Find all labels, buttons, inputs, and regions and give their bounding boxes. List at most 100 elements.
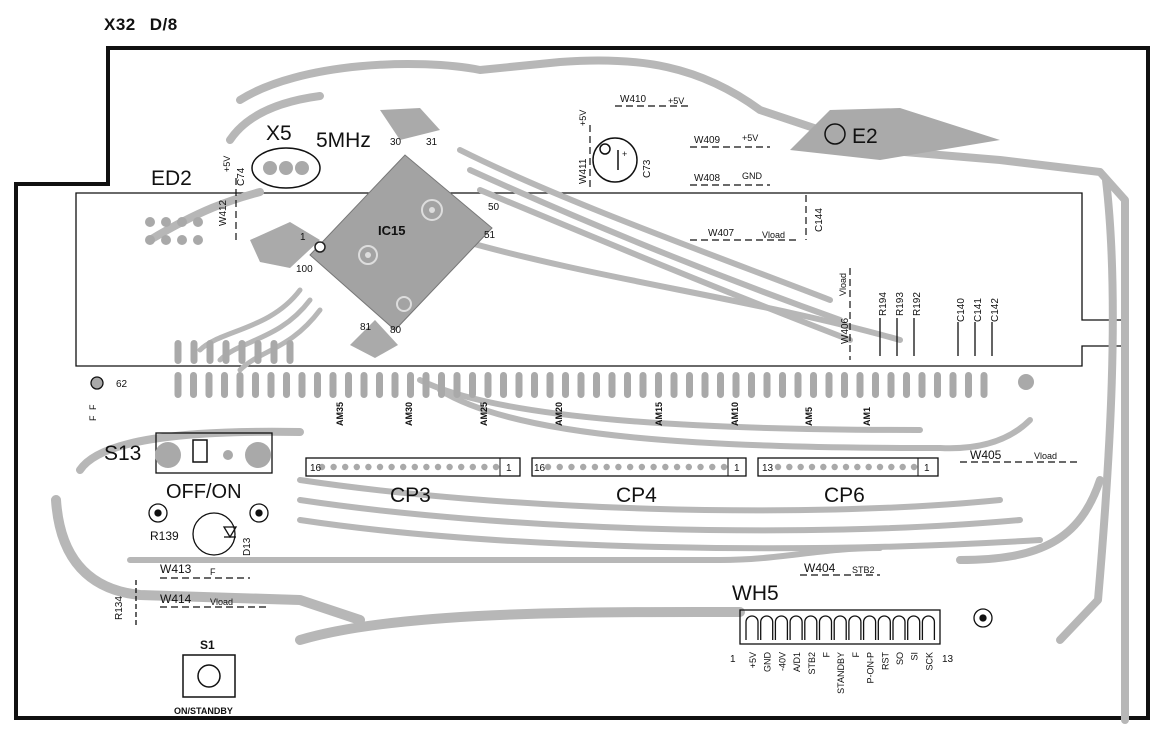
connector-cp3-label: CP3 <box>390 484 431 507</box>
wh5-pin-label: P-ON-P <box>866 652 876 684</box>
connector-cp3-pin-left: 16 <box>310 463 322 474</box>
off-on-label: OFF/ON <box>166 481 242 503</box>
wh5-pin-label: SI <box>910 652 920 661</box>
d13-label: D13 <box>242 537 253 556</box>
pad-62-label: 62 <box>116 379 128 390</box>
c141-label: C141 <box>973 298 984 322</box>
ic15-package <box>309 154 493 331</box>
e2-pad <box>824 123 846 145</box>
wh5-pin-label: F <box>822 652 832 658</box>
w406-label: W406 <box>840 317 851 344</box>
w405-label: W405 <box>970 448 1002 462</box>
grid-label-am15: AM15 <box>654 402 664 426</box>
ic15-label: IC15 <box>378 223 405 238</box>
wh5-pin-label: STANDBY <box>836 652 846 694</box>
filament-pad-row <box>174 340 988 398</box>
c144-label: C144 <box>814 208 825 232</box>
wh5-pin-label: F <box>851 652 861 658</box>
w411-label: W411 <box>578 158 589 184</box>
w412-label: W412 <box>218 199 229 226</box>
grid-label-am5: AM5 <box>804 407 814 426</box>
wh5-pin-label: SCK <box>924 652 934 671</box>
s1-button <box>182 654 236 698</box>
w404-label: W404 <box>804 561 836 575</box>
wh5-pin-label: RST <box>880 651 890 670</box>
grid-label-am25: AM25 <box>479 402 489 426</box>
w410-rail-label: +5V <box>668 96 684 106</box>
s1-label: S1 <box>200 638 215 652</box>
w409-label: W409 <box>694 135 721 146</box>
w414-label: W414 <box>160 592 192 606</box>
connector-cp4-label: CP4 <box>616 484 657 507</box>
x5-crystal <box>251 147 321 189</box>
svg-text:+: + <box>622 149 627 159</box>
wh5-pin-13: 13 <box>942 654 954 665</box>
ic-pin-51: 51 <box>484 230 496 241</box>
w407-rail-label: Vload <box>762 230 785 240</box>
connector-cp4-pin-right: 1 <box>734 463 740 474</box>
c73-capacitor: + <box>592 137 638 183</box>
w404-rail-label: STB2 <box>852 565 875 575</box>
ic-pin-31: 31 <box>426 137 438 148</box>
r194-label: R194 <box>878 292 889 316</box>
wh5-connector <box>739 609 941 645</box>
c74-label: C74 <box>236 167 247 186</box>
connector-cp3-pin-right: 1 <box>506 463 512 474</box>
r192-label: R192 <box>912 292 923 316</box>
x5-label: X5 <box>266 122 292 145</box>
r193-label: R193 <box>895 292 906 316</box>
w408-label: W408 <box>694 173 721 184</box>
r139-label: R139 <box>150 529 179 543</box>
wh5-pin-1: 1 <box>730 654 736 665</box>
ed2-pads <box>145 217 203 245</box>
w407-label: W407 <box>708 228 735 239</box>
grid-label-am20: AM20 <box>554 402 564 426</box>
pad-1-right <box>1018 374 1034 390</box>
c73-label: C73 <box>642 159 653 178</box>
connector-cp4-pin-left: 16 <box>534 463 546 474</box>
w413-rail-label: F <box>210 567 216 577</box>
grid-label-am10: AM10 <box>730 402 740 426</box>
page-header: X32 D/8 <box>104 15 192 35</box>
ic-pin-1: 1 <box>300 232 306 243</box>
r192-r194-c140-c142 <box>879 318 993 356</box>
connector-cp6-pin-left: 13 <box>762 463 774 474</box>
wire-links <box>160 105 1080 608</box>
x5-freq-label: 5MHz <box>316 129 371 152</box>
c140-label: C140 <box>956 298 967 322</box>
d13-led <box>192 512 238 556</box>
board-outline <box>14 46 1150 720</box>
wh5-pin-label: STB2 <box>807 652 817 675</box>
ic-pin-30: 30 <box>390 137 402 148</box>
cp3-connector <box>305 457 521 477</box>
grid-label-am1: AM1 <box>862 407 872 426</box>
wh5-label: WH5 <box>732 582 779 605</box>
sheet-label: D/8 <box>149 15 178 34</box>
copper-traces <box>51 56 1129 724</box>
cp6-connector <box>757 457 939 477</box>
grid-label-am35: AM35 <box>335 402 345 426</box>
cp4-connector <box>531 457 747 477</box>
connector-cp6-pin-right: 1 <box>924 463 930 474</box>
c74-rail-label: +5V <box>222 156 232 172</box>
display-window <box>75 192 1129 367</box>
grid-label-am30: AM30 <box>404 402 414 426</box>
ic-pin-80: 80 <box>390 325 402 336</box>
wh5-pin-label: -40V <box>777 652 787 671</box>
ic-pin-50: 50 <box>488 202 500 213</box>
model-label: X32 <box>104 15 136 34</box>
c142-label: C142 <box>990 298 1001 322</box>
wh5-pin-label: SO <box>895 652 905 665</box>
w411-rail-label: +5V <box>578 110 588 126</box>
copper-pours <box>250 108 1000 358</box>
w413-label: W413 <box>160 562 192 576</box>
w409-rail-label: +5V <box>742 133 758 143</box>
w405-rail-label: Vload <box>1034 451 1057 461</box>
ic-pin-81: 81 <box>360 322 372 333</box>
wh5-pin-label: A/D1 <box>792 652 802 672</box>
s13-switch <box>155 432 273 474</box>
e2-label: E2 <box>852 125 878 148</box>
w406-rail-label: Vload <box>838 273 848 296</box>
s1-function-label: ON/STANDBY <box>174 706 233 716</box>
